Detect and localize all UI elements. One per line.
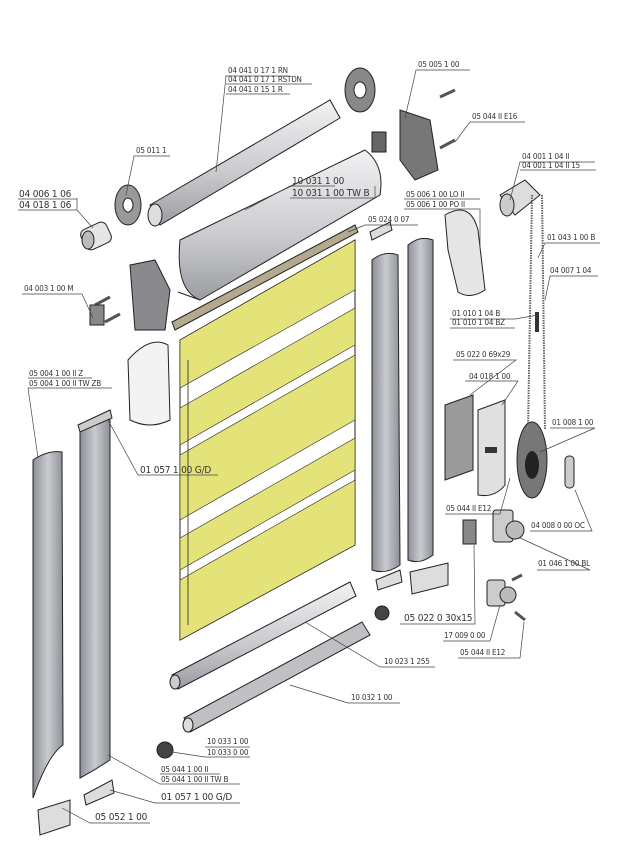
label-bar-cap-1: 10 033 1 00 [207, 737, 249, 746]
guide-rail-right [371, 237, 434, 573]
bar-cap [156, 741, 174, 759]
label-bottom-tube: 10 032 1 00 [351, 693, 393, 702]
end-cap-right [444, 209, 486, 296]
foot-cap [37, 799, 71, 836]
adhesive-pad-large [444, 394, 474, 481]
label-washer: 05 011 1 [136, 146, 166, 155]
cassette-profile [177, 149, 382, 301]
label-chain: 04 007 1 04 [550, 266, 592, 275]
label-adhesive-large: 05 022 0 69x29 [456, 350, 511, 359]
label-adhesive-small: 05 022 0 30x15 [404, 613, 472, 624]
label-screw-e12-b: 05 044 II E12 [460, 648, 505, 657]
label-guide-right-2: 05 044 1 00 II TW B [161, 775, 228, 784]
label-stopper-2: 01 010 1 04 BZ [452, 318, 505, 327]
screw-icon [439, 88, 456, 99]
washer-left [114, 184, 142, 226]
label-endplug-2: 04 018 1 06 [19, 200, 72, 211]
clip [375, 569, 403, 591]
leader-lines [18, 69, 600, 824]
tape-strip [171, 224, 359, 331]
label-tensioner: 04 018 1 00 [469, 372, 511, 381]
label-endcap-2: 05 006 1 00 PO II [406, 200, 465, 209]
bracket-right [371, 109, 439, 181]
label-bracket-left: 04 003 1 00 M [24, 284, 73, 293]
clip [77, 409, 113, 433]
screw-icon [511, 573, 523, 582]
clip [83, 779, 115, 806]
label-tube-rn: 04 041 0 17 1 RN [228, 66, 288, 75]
bar-cap [374, 605, 390, 621]
screw-icon [514, 610, 526, 622]
bead-chain [527, 194, 546, 431]
adhesive-pad-small [462, 519, 477, 545]
label-pin: 04 008 0 00 OC [531, 521, 585, 530]
label-guide-left-2: 05 004 1 00 II TW ZB [29, 379, 101, 388]
bottom-tube [182, 621, 371, 733]
label-cassette-1: 10 031 1 00 [292, 176, 345, 187]
label-clip-top: 01 057 1 00 G/D [140, 465, 211, 476]
label-foot-cap: 05 052 1 00 [95, 812, 148, 823]
label-guide-left-1: 05 004 1 00 II Z [29, 369, 83, 378]
label-holder: 01 046 1 00 BL [538, 559, 590, 568]
label-tube-r: 04 041 0 15 1 R [228, 85, 283, 94]
pin [564, 455, 575, 489]
screw-icon [104, 312, 121, 324]
label-bar-cap-2: 10 033 0 00 [207, 748, 249, 757]
label-bracket-right: 05 005 1 00 [418, 60, 460, 69]
end-cap-left [127, 341, 171, 426]
label-endcap-1: 05 006 1 00 LO II [406, 190, 464, 199]
label-guide-right-1: 05 044 1 00 II [161, 765, 208, 774]
label-clutch-1: 04 001 1 04 II [522, 152, 569, 161]
clutch [499, 179, 541, 217]
tensioner [477, 399, 506, 496]
chain-weight [516, 421, 548, 499]
label-clutch-2: 04 001 1 04 II 15 [522, 161, 580, 170]
label-weight: 01 008 1 00 [552, 418, 594, 427]
bottom-bar [169, 581, 357, 690]
label-chain-connector: 01 043 1 00 B [547, 233, 595, 242]
holder [492, 509, 525, 543]
label-screw-e12-a: 05 044 II E12 [446, 504, 491, 513]
end-plug [80, 221, 112, 251]
screw-icon [94, 295, 111, 307]
label-holder-small: 17 009 0 00 [444, 631, 486, 640]
fabric-panel [179, 239, 356, 641]
label-endplug-1: 04 006 1 06 [19, 189, 72, 200]
label-clip-bottom: 01 057 1 00 G/D [161, 792, 232, 803]
label-bottom-bar: 10 023 1 255 [384, 657, 430, 666]
bracket-left [89, 259, 171, 331]
label-cassette-2: 10 031 1 00 TW B [292, 188, 369, 199]
label-tape: 05 024 0 07 [368, 215, 409, 224]
label-stopper-1: 01 010 1 04 B [452, 309, 500, 318]
roller-tube [147, 99, 341, 227]
label-tube-rstdn: 04 041 0 17 1 RSTDN [228, 75, 302, 84]
foot-cap [409, 562, 449, 595]
washer-right [344, 67, 376, 113]
label-screw-e16: 05 044 II E16 [472, 112, 518, 121]
holder-small [486, 579, 517, 607]
guide-rail-left [32, 416, 111, 799]
screw-icon [439, 138, 456, 150]
